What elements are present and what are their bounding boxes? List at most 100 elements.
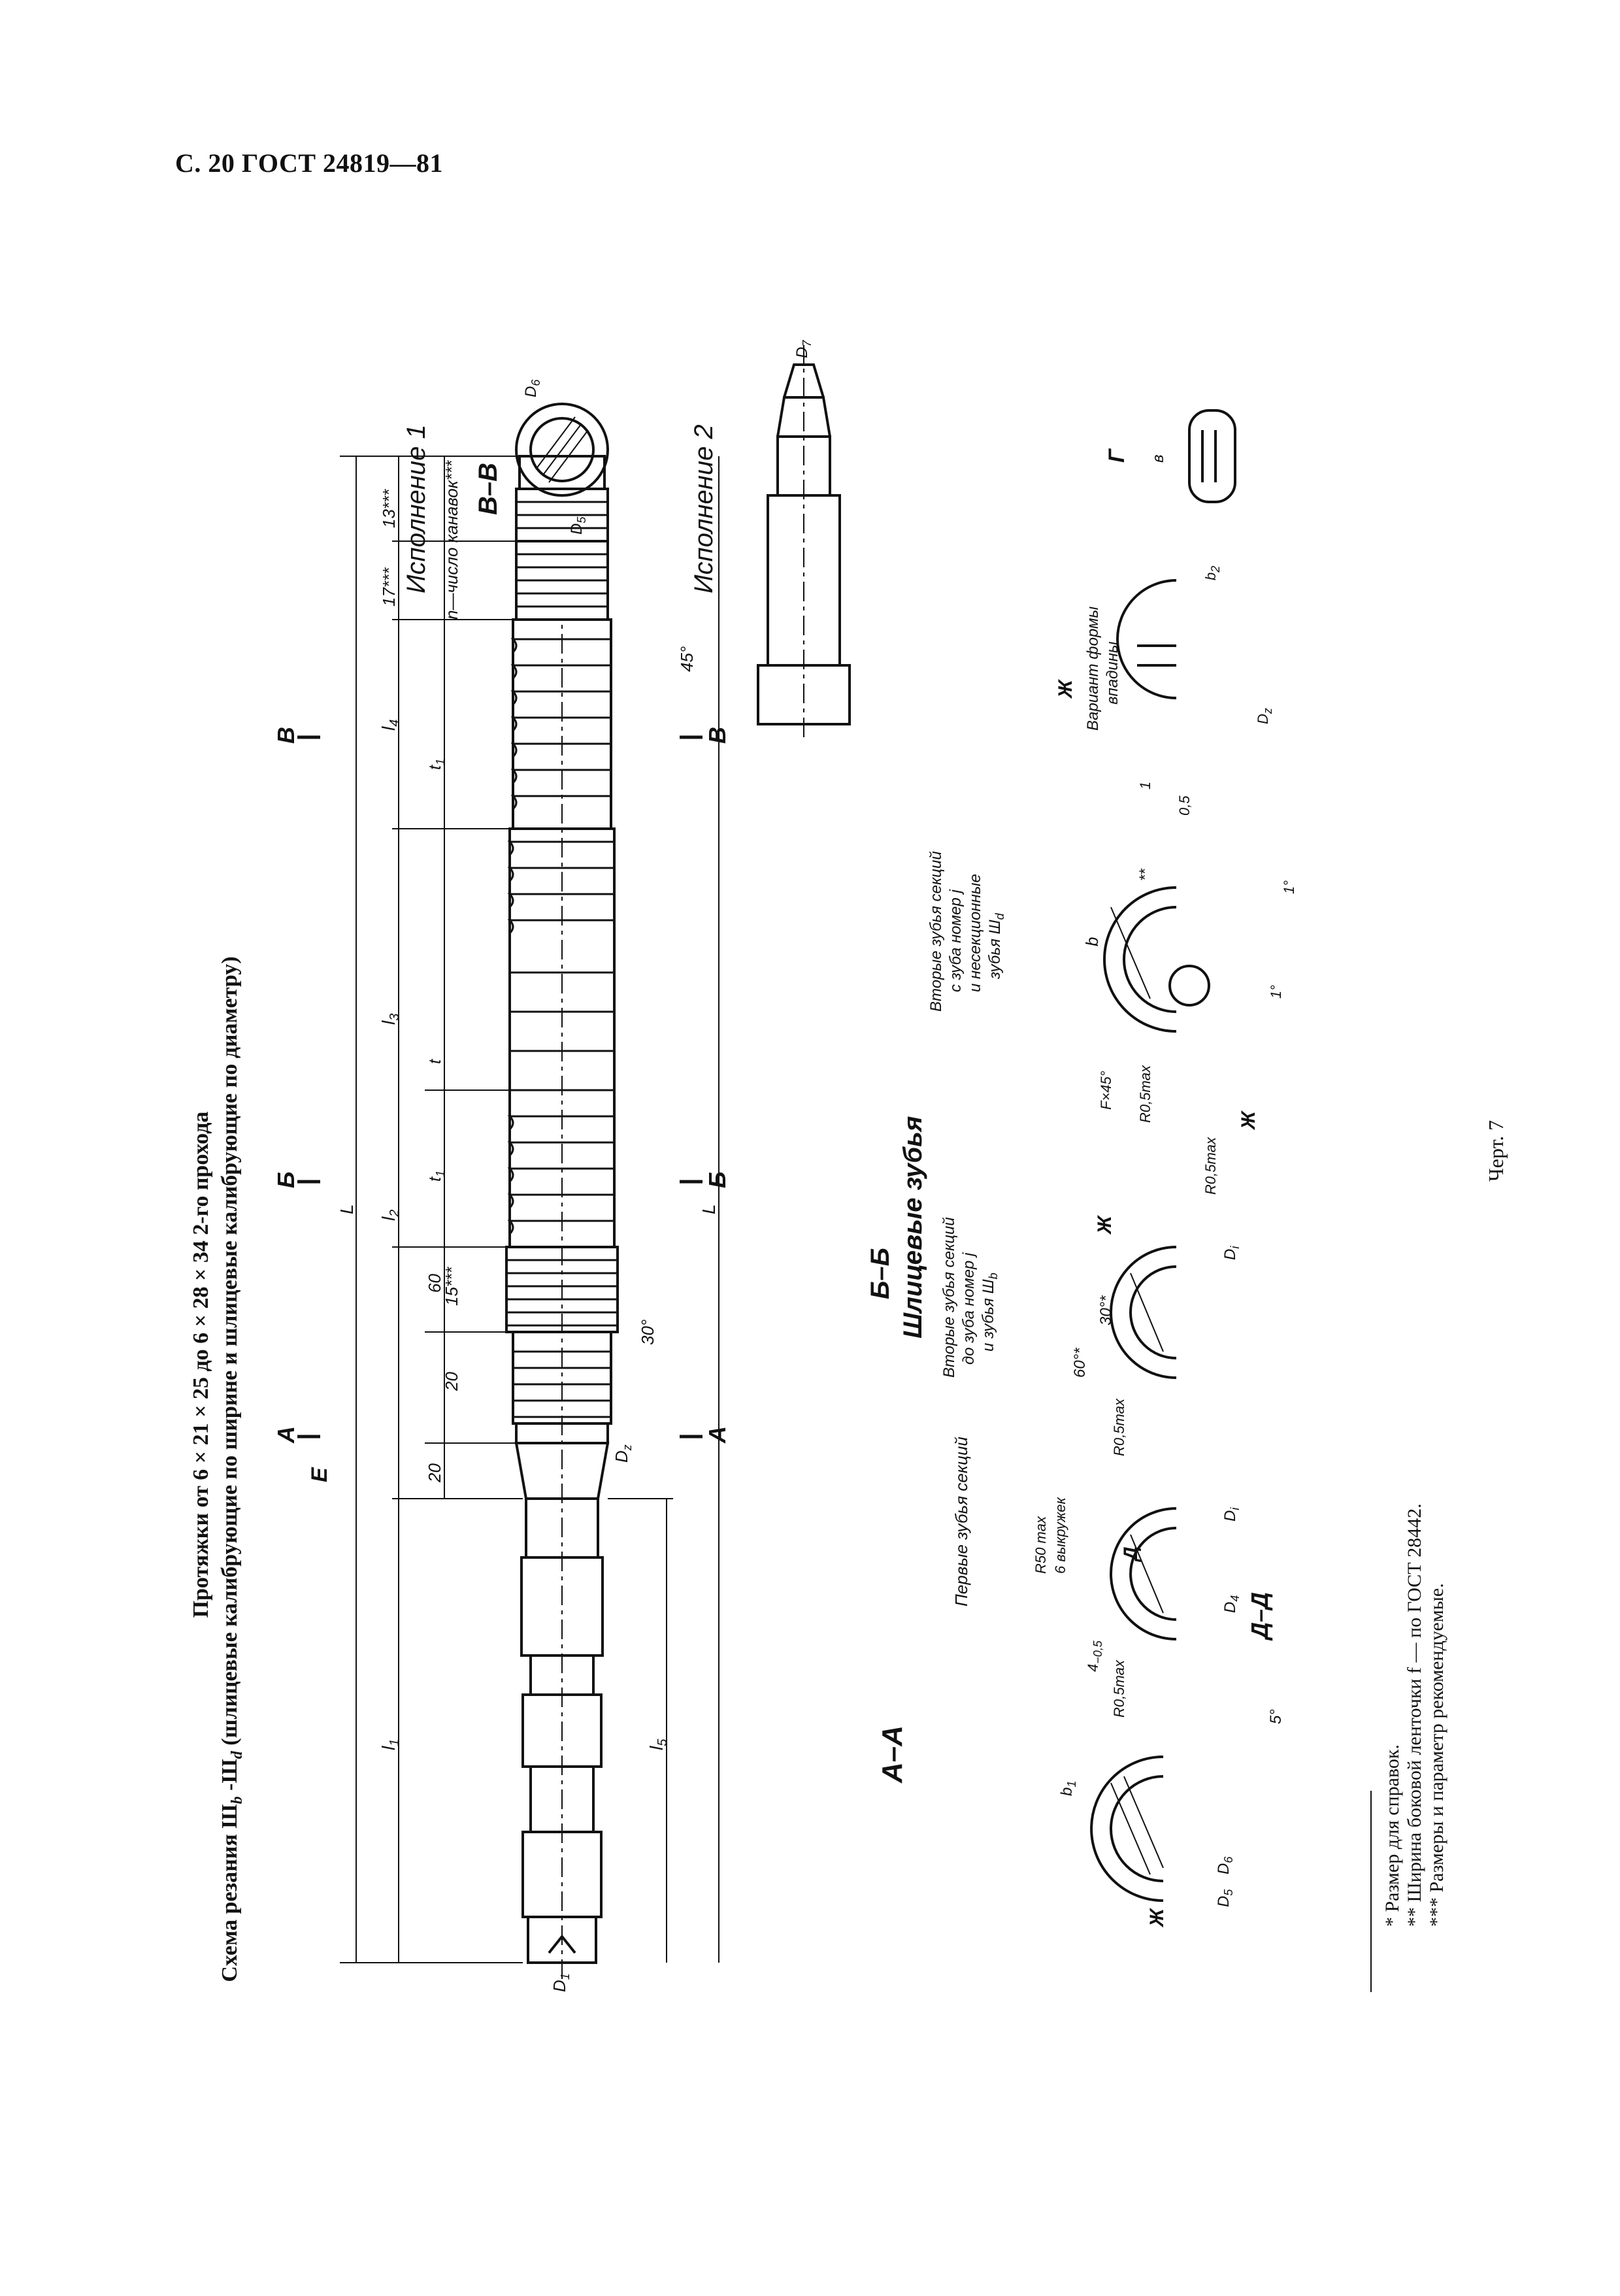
dimension-lines [340,456,719,1963]
dim-b: b [1082,937,1102,946]
second-teeth-b-line3: и зубья Шb [980,1273,1000,1352]
dim-Di-b: Di [1221,1246,1242,1260]
section-mark-B-top: Б [273,1172,299,1189]
version-1-label: Исполнение 1 [402,424,431,593]
dim-Dz: Dz [612,1444,634,1463]
detail-G-drawing [1188,409,1236,503]
second-teeth-d-line1: Вторые зубья секций [927,851,945,1012]
grooves-callout: n—число канавок*** [442,460,461,620]
footnote-3: *** Размеры и параметр рекомендуемые. [1426,1583,1447,1927]
dim-Di-a: Di [1221,1507,1242,1522]
dim-D5-aa: D5 [1215,1889,1235,1907]
section-ZH-aa: Ж [1146,1907,1168,1928]
dim-20a: 20 [425,1463,444,1483]
section-G-label: Г [1104,448,1129,463]
section-VV-label: В–В [474,463,503,515]
dim-R50: R50 max [1033,1516,1049,1574]
dim-D1: D1 [550,1973,572,1992]
dim-l1: l1 [378,1739,402,1750]
broach-body [505,455,619,1979]
section-AA-drawing [1090,1755,1164,1902]
dim-l4: l4 [378,720,402,731]
dim-60-star: 60°* [1071,1348,1089,1378]
page-header: С. 20 ГОСТ 24819—81 [175,148,444,178]
dim-R05-d: R0,5max [1137,1065,1153,1123]
section-D-marker: Д [1120,1546,1142,1563]
dim-star2: ** [1136,869,1154,881]
dim-R05-aa: R0,5max [1111,1659,1127,1718]
section-BB-label: Б–Б [866,1248,895,1299]
dim-L-upper: L [337,1204,357,1214]
dim-D6-aa: D6 [1215,1856,1235,1874]
dim-20b: 20 [442,1372,461,1391]
second-teeth-b-line2: до зуба номер j [960,1252,978,1365]
dim-D4: D4 [1221,1595,1242,1613]
dim-angle-30: 30° [638,1320,657,1345]
dim-05-variant: 0,5 [1176,795,1193,816]
dim-l5: l5 [646,1739,670,1750]
groove-variant-drawing [1116,579,1177,699]
section-mark-V-top: В [273,727,299,744]
version-2-label: Исполнение 2 [689,424,718,593]
footnote-2: ** Ширина боковой ленточки f — по ГОСТ 2… [1404,1503,1425,1927]
section-mark-B-bottom: Б [704,1172,731,1189]
dim-t1-a: t1 [425,1171,447,1182]
second-teeth-d-line4: зубья Шd [986,912,1006,980]
dim-Dz-variant: Dz [1255,708,1274,724]
dim-b1: b1 [1058,1781,1078,1796]
section-mark-V-bottom: В [704,727,731,744]
first-teeth-label: Первые зубья секций [951,1437,971,1606]
dim-l3: l3 [378,1014,402,1025]
dim-l2: l2 [378,1210,402,1221]
section-mark-E: Е [307,1467,332,1482]
first-teeth-drawing [1110,1507,1177,1640]
dim-b2: b2 [1202,566,1222,580]
dim-4-05: 4−0,5 [1085,1640,1104,1672]
dim-D5: D5 [568,516,588,535]
section-DD-label: Д–Д [1246,1592,1273,1641]
dim-D6-vv: D6 [522,379,542,397]
section-markers [297,735,703,1439]
section-BB-drawing [1110,1246,1177,1379]
dim-R50-sub: 6 выкружек [1052,1496,1068,1574]
dim-angle-1a: 1° [1268,985,1284,999]
dim-60: 60 [425,1274,444,1293]
dim-t1-b: t1 [425,759,447,770]
section-mark-A-bottom: А [704,1426,731,1444]
section-mark-A-top: А [273,1426,299,1444]
groove-variant-line1: Вариант формы [1084,607,1102,731]
spline-teeth-title: Шлицевые зубья [899,1116,927,1339]
dim-Fx45: F×45° [1098,1071,1114,1110]
dim-15: 15*** [442,1267,461,1306]
dim-L-lower: L [699,1204,719,1214]
version-2-drawing [757,345,851,737]
dim-v: в [1149,454,1167,463]
section-second-d-drawing [1103,886,1210,1033]
dim-angle-45: 45° [677,646,697,672]
title-line2: Схема резания Шb -Шd (шлицевые калибрующ… [218,956,246,1982]
broach-teeth [506,501,618,1418]
section-AA-label: А–А [876,1725,908,1784]
dim-13: 13*** [379,489,399,528]
dim-angle-5: 5° [1267,1709,1285,1724]
section-ZH-bb: Ж [1094,1214,1116,1235]
dim-1-variant: 1 [1137,782,1153,790]
dim-D7: D7 [793,340,814,358]
dim-angle-1b: 1° [1281,880,1297,894]
footnote-1: * Размер для справок. [1381,1744,1403,1927]
dim-R05-bb: R0,5max [1202,1137,1219,1195]
second-teeth-d-line2: с зуба номер j [947,890,965,992]
second-teeth-d-line3: и несекционные [967,874,984,992]
section-VV-drawing [515,403,609,497]
dim-30-star: 30°* [1097,1295,1115,1325]
section-ZH-d: Ж [1238,1110,1259,1131]
dim-R05-first: R0,5max [1111,1398,1127,1456]
dim-17: 17*** [379,567,399,607]
section-ZH-variant: Ж [1055,678,1076,699]
figure-label: Черт. 7 [1484,1120,1508,1182]
title-line1: Протяжки от 6 × 21 × 25 до 6 × 28 × 34 2… [189,1112,213,1618]
dim-t: t [425,1058,444,1064]
second-teeth-b-line1: Вторые зубья секций [940,1217,958,1378]
